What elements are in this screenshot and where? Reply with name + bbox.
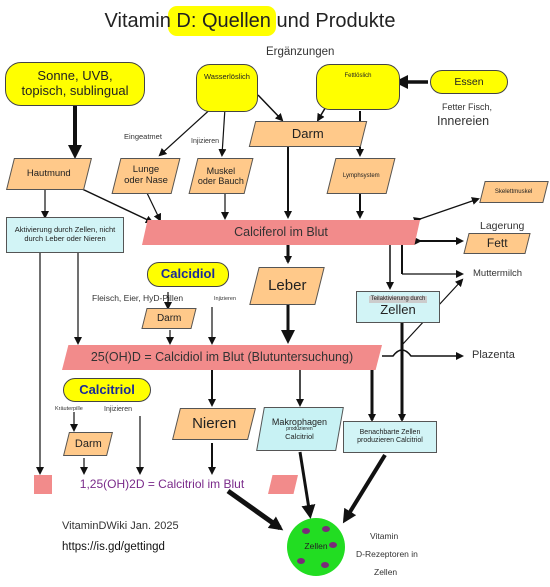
calcitriol-injected-label: Injizieren [104, 406, 133, 413]
activation-box: Aktivierung durch Zellen, nicht durch Le… [6, 217, 124, 253]
calcitriol-title-pill: Calcitriol [63, 378, 151, 402]
organ-meats-label: Innereien [437, 114, 490, 128]
supplements-label: Ergänzungen [266, 46, 335, 58]
kidneys-box: Nieren [172, 408, 256, 440]
herbal-pill-label: Kräuterpille [55, 406, 83, 412]
receptor-dot [322, 526, 330, 532]
arrow-water-to-muscle [218, 107, 227, 157]
skeletal-muscle-box: Skelettmuskel [479, 181, 549, 203]
arrow-neighbors-to-receptors [342, 453, 387, 524]
calcidiol-sources-label: Fleisch, Eier, HyD-Pillen [92, 293, 184, 303]
receptor-dot [302, 528, 310, 534]
macrophages-box: Makrophagen produzieren Calcitriol [256, 407, 344, 451]
breast-milk-label: Muttermilch [473, 268, 523, 279]
arrow-calcidiol-to-placenta [382, 349, 464, 360]
lung-box: Lunge oder Nase [111, 158, 181, 194]
storage-label: Lagerung [480, 220, 525, 232]
arrow-lung-to-calciferol [146, 192, 162, 222]
receptor-label-1: Vitamin [370, 531, 399, 541]
receptor-dot [321, 562, 329, 568]
arrow-macrophages-to-receptors [298, 451, 316, 519]
muscle-box: Muskel oder Bauch [188, 158, 254, 194]
receptor-label-3: Zellen [374, 567, 398, 577]
fatty-fish-label: Fetter Fisch, [442, 102, 493, 112]
lymph-box: Lymphsystem [326, 158, 396, 194]
calcidiol-gut-box: Darm [141, 308, 197, 329]
inhaled-label: Eingeatmet [124, 132, 162, 141]
arrow-skin-to-calciferol [79, 187, 154, 224]
neighbor-cells-box: Benachbarte Zellen produzieren Calcitrio… [343, 421, 437, 453]
arrow-calciferol-skeletal [413, 197, 480, 225]
receptor-cell: Zellen [287, 518, 345, 576]
arrow-water-to-gut [257, 94, 284, 122]
calcitriol-gut-box: Darm [63, 432, 113, 456]
receptor-dot [329, 542, 337, 548]
sun-source-box: Sonne, UVB, topisch, sublingual [5, 62, 145, 106]
skin-box: Hautmund [6, 158, 92, 190]
water-soluble-box: Wasserlöslich [196, 64, 258, 112]
calcitriol-bar-right-end [268, 475, 298, 494]
calcidiol-blood-bar: 25(OH)D = Calcidiol im Blut (Blutuntersu… [62, 345, 382, 370]
receptor-label-2: D-Rezeptoren in [356, 549, 418, 559]
calciferol-blood-bar: Calciferol im Blut [142, 220, 420, 245]
fat-box: Fett [463, 233, 531, 254]
page-title: Vitamin D: Quellen und Produkte [70, 6, 430, 36]
arrow-calcitriol-to-receptors [226, 488, 284, 531]
fat-soluble-box: Fettlöslich [316, 64, 400, 110]
credit-label: VitaminDWiki Jan. 2025 [62, 520, 179, 532]
calcidiol-injected-label: Injizieren [214, 296, 237, 302]
url-link[interactable]: https://is.gd/gettingd [62, 541, 165, 553]
macrophages-product: Calcitriol [285, 431, 315, 441]
arrow-water-to-lung [158, 104, 216, 157]
calcitriol-blood-bar: 1,25(OH)2D = Calcitriol im Blut [34, 475, 298, 494]
gut-box: Darm [248, 121, 368, 147]
cell-activation-box: Teilaktivierung durch Zellen [356, 291, 440, 323]
injected-label: Injizieren [191, 138, 220, 145]
food-box: Essen [430, 70, 508, 94]
receptor-dot [297, 558, 305, 564]
calcidiol-title-pill: Calcidiol [147, 262, 229, 287]
placenta-label: Plazenta [472, 349, 515, 361]
liver-box: Leber [249, 267, 325, 305]
